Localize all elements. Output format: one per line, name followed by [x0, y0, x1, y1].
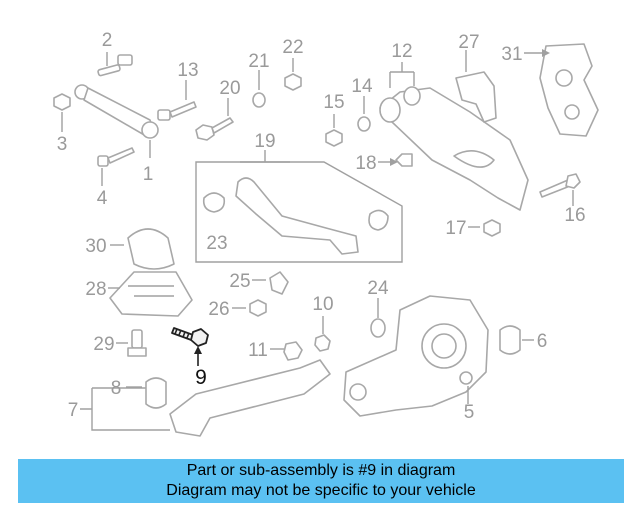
- part-3-nut: [53, 93, 71, 132]
- part-7-trailing-arm: [80, 359, 331, 437]
- part-12-lower-control-arm: [379, 62, 529, 211]
- banner-line-1: Part or sub-assembly is #9 in diagram: [186, 462, 456, 479]
- part-30-bushing: [110, 228, 175, 270]
- part-6-bushing: [499, 325, 534, 355]
- part-14-washer: [357, 96, 371, 132]
- part-18-bolt: [378, 153, 413, 167]
- part-15-nut: [325, 114, 343, 147]
- part-11-bolt: [270, 341, 303, 361]
- callout-20: 20: [219, 78, 240, 99]
- part-9-bolt-highlighted: [171, 327, 209, 366]
- callout-29: 29: [93, 334, 114, 355]
- callout-12: 12: [391, 41, 412, 62]
- callout-3: 3: [57, 134, 68, 155]
- callout-9-highlighted: 9: [195, 366, 207, 389]
- callout-22: 22: [282, 37, 303, 58]
- part-22-nut: [284, 58, 302, 91]
- part-19-upper-arm-assembly: [195, 150, 403, 263]
- part-20-bolt: [195, 98, 234, 141]
- callout-16: 16: [564, 205, 585, 226]
- callout-30: 30: [85, 236, 106, 257]
- callout-4: 4: [97, 188, 108, 209]
- callout-11: 11: [248, 340, 268, 361]
- callout-17: 17: [445, 218, 466, 239]
- callout-31: 31: [501, 44, 522, 65]
- callout-6: 6: [537, 331, 548, 352]
- callout-15: 15: [323, 92, 344, 113]
- callout-13: 13: [177, 60, 198, 81]
- info-banner: Part or sub-assembly is #9 in diagram Di…: [18, 459, 624, 503]
- part-8-bushing: [126, 377, 167, 409]
- callout-1: 1: [143, 164, 154, 185]
- part-29-bolt: [116, 329, 147, 357]
- callout-8: 8: [111, 378, 122, 399]
- callout-10: 10: [312, 294, 333, 315]
- callout-27: 27: [458, 32, 479, 53]
- callout-numbers: 1 2 3 4 5 6 7 8 9 10 11 12 13 14 15 16 1…: [57, 30, 586, 423]
- part-16-bolt: [539, 173, 581, 206]
- part-4-bolt: [97, 147, 135, 186]
- part-31-bracket: [524, 43, 599, 137]
- banner-line-2: Diagram may not be specific to your vehi…: [166, 482, 476, 499]
- callout-18: 18: [355, 153, 376, 174]
- part-13-bolt: [157, 80, 197, 121]
- callout-25: 25: [229, 271, 250, 292]
- callout-19: 19: [254, 131, 275, 152]
- callout-14: 14: [351, 76, 373, 97]
- callout-7: 7: [68, 400, 79, 421]
- part-25-clip: [252, 271, 289, 295]
- part-24-washer: [370, 298, 386, 338]
- callout-21: 21: [248, 51, 269, 72]
- part-2-bolt: [97, 52, 133, 77]
- exploded-parts-diagram: 1 2 3 4 5 6 7 8 9 10 11 12 13 14 15 16 1…: [53, 30, 599, 437]
- part-27-bracket: [455, 50, 497, 123]
- part-5-knuckle: [343, 295, 489, 417]
- callout-28: 28: [85, 279, 106, 300]
- callout-23: 23: [206, 233, 227, 254]
- callout-2: 2: [102, 30, 113, 51]
- callout-24: 24: [367, 278, 389, 299]
- part-28-mount: [108, 271, 193, 317]
- part-21-washer: [252, 70, 266, 108]
- part-17-nut: [468, 219, 501, 237]
- part-26-nut: [232, 299, 267, 317]
- part-1-lateral-link: [74, 84, 159, 158]
- callout-26: 26: [208, 299, 229, 320]
- callout-5: 5: [464, 402, 475, 423]
- part-10-bolt: [314, 316, 331, 352]
